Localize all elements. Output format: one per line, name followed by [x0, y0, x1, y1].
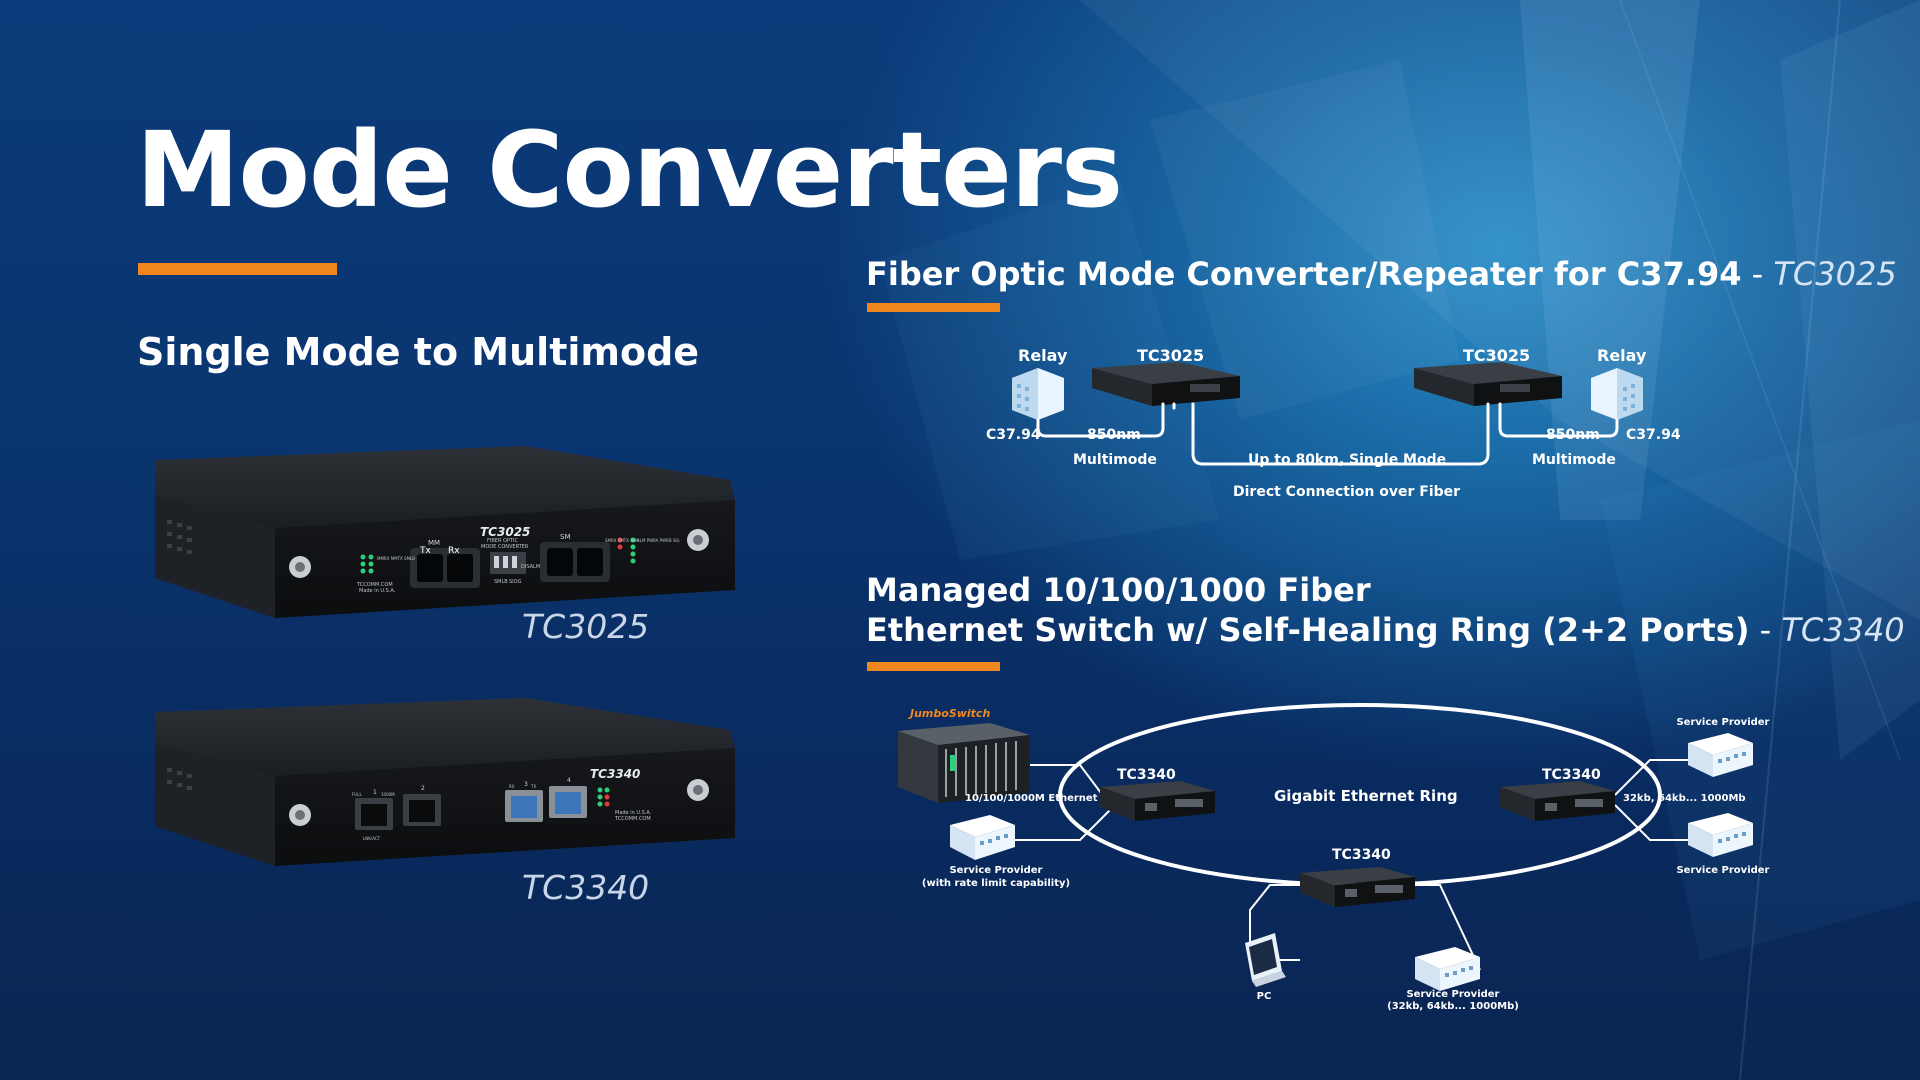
tc3340-port1-label: 1: [373, 789, 377, 796]
title-accent-bar: [138, 263, 337, 275]
section1-title: Fiber Optic Mode Converter/Repeater for …: [866, 254, 1897, 294]
rate-right-label: 32kb, 64kb... 1000Mb: [1623, 793, 1746, 804]
tc3340-speed-label: 1000M: [381, 792, 395, 797]
section2-title-model: TC3340: [1781, 611, 1905, 649]
tc3340-linkact-label: LNK/ACT: [363, 836, 381, 841]
section2-title-line1: Managed 10/100/1000 Fiber: [866, 571, 1371, 609]
section2-title-dash: -: [1749, 611, 1782, 649]
tc3025-right-leds: SMRX SMTX ALM: [605, 538, 639, 543]
std-right-label: C37.94: [1626, 427, 1681, 443]
tc3025-caption: TC3025: [522, 607, 650, 646]
jumboswitch-logo: JumboSwitch: [908, 707, 990, 720]
tc3025-right-diagram-label: TC3025: [1463, 346, 1531, 365]
tc3025-switch-c: DISALM: [521, 564, 540, 570]
relay-right-icon: [1591, 368, 1643, 420]
section2-title: Managed 10/100/1000 Fiber Ethernet Switc…: [866, 570, 1905, 650]
section1-title-text: Fiber Optic Mode Converter/Repeater for …: [866, 255, 1742, 293]
tc3340-rx-label: RX: [509, 784, 515, 789]
section1-title-dash: -: [1741, 255, 1774, 293]
tc3340-port2-label: 2: [421, 785, 425, 792]
sp-right-top-label: Service Provider: [1676, 717, 1770, 728]
tc3340-caption: TC3340: [522, 868, 650, 907]
ring-label: Gigabit Ethernet Ring: [1274, 787, 1458, 805]
left-subtitle: Single Mode to Multimode: [137, 330, 700, 374]
sp-left-label-line1: Service Provider: [949, 865, 1043, 876]
service-provider-left-icon: [950, 815, 1015, 860]
tc3025-device-image: TC3025 MM SM Tx Rx FIBER OPTIC MODE CONV…: [155, 446, 735, 618]
sp-bottom-label-line1: Service Provider: [1406, 989, 1500, 1000]
tc3340-right-node-icon: [1500, 781, 1615, 821]
service-provider-bottom-icon: [1415, 947, 1480, 991]
pc-icon: [1245, 933, 1286, 987]
tc3025-brand-label: TC3025: [480, 525, 530, 539]
sp-bottom-label-line2: (32kb, 64kb... 1000Mb): [1387, 1001, 1519, 1012]
tc3025-center-line1: FIBER OPTIC: [487, 538, 518, 544]
tc3340-origin: Made in U.S.A.: [615, 810, 652, 816]
tc3340-tx-label: TX: [530, 784, 536, 789]
tc3340-left-node-icon: [1100, 781, 1215, 821]
section2-title-line2: Ethernet Switch w/ Self-Healing Ring (2+…: [866, 611, 1750, 649]
tc3025-mm-label: MM: [428, 539, 440, 547]
tc3025-right-unit-icon: [1414, 362, 1562, 406]
tc3025-origin: Made in U.S.A.: [359, 588, 396, 594]
relay-right-label: Relay: [1597, 346, 1647, 365]
ring-diagram: JumboSwitch: [898, 703, 1753, 991]
ethernet-label: 10/100/1000M Ethernet: [965, 793, 1098, 804]
tc3025-switch-b: SIOG: [509, 579, 522, 585]
tc3025-left-unit-icon: [1092, 362, 1240, 406]
c3794-diagram: [1012, 362, 1643, 466]
wavelength-right-label: 850nm: [1546, 427, 1600, 443]
link-note-label: Direct Connection over Fiber: [1233, 484, 1461, 500]
tc3025-left-leds: MMRX MMTX SMLB: [377, 556, 415, 561]
sp-left-label-line2: (with rate limit capability): [921, 878, 1071, 889]
tc3340-port4-label: 4: [567, 777, 571, 784]
relay-left-label: Relay: [1018, 346, 1068, 365]
tc3340-device-image: TC3340 1 2 3 4 FULL 1000M LNK/ACT RX TX …: [155, 698, 735, 866]
section1-accent-bar: [867, 303, 1000, 312]
tc3025-sm-label: SM: [560, 533, 570, 541]
tc3025-rx-label: Rx: [448, 546, 460, 556]
tc3340-brand-label: TC3340: [590, 767, 640, 781]
mode-right-label: Multimode: [1532, 452, 1616, 468]
pc-label: PC: [1256, 991, 1272, 1002]
tc3025-tx-label: Tx: [419, 546, 431, 556]
relay-left-icon: [1012, 368, 1064, 420]
node-right-label: TC3340: [1542, 767, 1601, 783]
mode-left-label: Multimode: [1073, 452, 1157, 468]
tc3025-left-diagram-label: TC3025: [1137, 346, 1205, 365]
link-label: Up to 80km, Single Mode: [1248, 452, 1447, 468]
tc3025-switch-a: SMLB: [494, 579, 508, 585]
tc3340-port3-label: 3: [524, 781, 528, 788]
std-left-label: C37.94: [986, 427, 1041, 443]
section1-title-model: TC3025: [1773, 255, 1897, 293]
page-title: Mode Converters: [136, 109, 1123, 231]
sp-right-bottom-label: Service Provider: [1676, 865, 1770, 876]
section2-accent-bar: [867, 662, 1000, 671]
tc3025-center-line2: MODE CONVERTER: [481, 544, 529, 550]
node-left-label: TC3340: [1117, 767, 1176, 783]
tc3340-maker: TCCOMM.COM: [614, 816, 651, 822]
service-provider-right-top-icon: [1688, 733, 1753, 777]
jumboswitch-chassis-icon: [898, 723, 1030, 803]
tc3025-maker: TCCOMM.COM: [356, 582, 393, 588]
tc3025-right-leds2: ALM PWRA PWRB SIG: [637, 538, 680, 543]
wavelength-left-label: 850nm: [1087, 427, 1141, 443]
node-bottom-label: TC3340: [1332, 847, 1391, 863]
service-provider-right-bottom-icon: [1688, 813, 1753, 857]
tc3340-bottom-node-icon: [1300, 867, 1415, 907]
tc3340-full-label: FULL: [352, 792, 362, 797]
